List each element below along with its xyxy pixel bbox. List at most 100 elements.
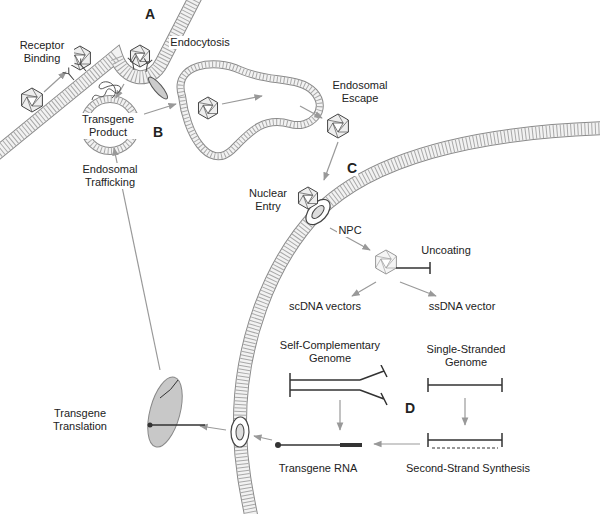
protein <box>92 82 121 100</box>
illustration-part <box>148 423 153 428</box>
transgene-rna <box>275 442 362 448</box>
illustration-part <box>428 378 502 392</box>
step-label: Second-Strand Synthesis <box>405 462 531 475</box>
process-arrow <box>352 282 376 296</box>
illustration-part <box>80 64 90 65</box>
late-endosome <box>181 64 320 156</box>
illustration-part <box>198 97 217 119</box>
aav-capsid <box>298 187 317 209</box>
aav-capsid <box>22 88 43 112</box>
illustration-part <box>340 443 362 447</box>
aav-capsid <box>328 114 349 138</box>
illustration-part <box>328 123 333 132</box>
process-arrow <box>400 282 436 296</box>
aav-capsid <box>198 97 217 119</box>
step-label: Transgene RNA <box>278 462 358 475</box>
illustration-part <box>32 88 37 97</box>
illustration-part <box>298 187 317 209</box>
illustration-part <box>290 365 387 405</box>
illustration-part <box>376 259 381 268</box>
illustration-part <box>135 53 140 67</box>
plasma-membrane <box>0 0 200 159</box>
illustration-part <box>308 193 318 204</box>
illustration-part <box>32 106 42 107</box>
nuclear-envelope <box>240 128 600 514</box>
illustration-part <box>236 424 245 440</box>
illustration-part <box>80 46 85 55</box>
illustration-part <box>128 57 138 71</box>
illustration-part <box>198 105 203 113</box>
illustration-part <box>275 442 281 448</box>
illustration-part <box>140 61 150 62</box>
panel-letter: D <box>404 400 416 416</box>
illustration-part <box>298 195 303 203</box>
step-label: Single-Stranded Genome <box>425 343 507 369</box>
illustration-part <box>208 103 218 114</box>
receptor <box>75 58 89 73</box>
step-label: scDNA vectors <box>288 300 362 313</box>
illustration-part <box>338 132 348 133</box>
illustration-part <box>230 417 249 448</box>
step-label: Self-Complementary Genome <box>274 339 386 365</box>
single-stranded-genome <box>428 378 502 392</box>
illustration-part <box>308 203 318 204</box>
illustration-part <box>396 262 430 274</box>
step-label: Uncoating <box>420 244 472 257</box>
illustration-part <box>428 433 502 447</box>
illustration-part <box>203 105 208 119</box>
panel-letter: C <box>346 160 358 176</box>
illustration-part <box>22 94 38 97</box>
step-label: Transgene Translation <box>44 407 116 433</box>
illustration-part <box>432 447 498 449</box>
process-arrow <box>300 106 322 118</box>
plasma-membrane <box>0 0 200 159</box>
illustration-part <box>198 103 212 106</box>
step-label: Endocytosis <box>169 36 230 49</box>
illustration-part <box>142 59 152 73</box>
illustration-part <box>22 97 27 106</box>
nuclear-envelope <box>240 128 600 514</box>
late-endosome <box>181 64 320 156</box>
nuclear-envelope <box>240 128 600 514</box>
process-arrow <box>374 443 420 444</box>
illustration-part <box>140 45 145 53</box>
illustration-part <box>75 55 80 70</box>
late-endosome <box>181 64 320 156</box>
panel-letter: A <box>144 6 156 22</box>
receptor <box>63 67 77 82</box>
process-arrow <box>324 142 338 180</box>
panel-letter: B <box>152 124 164 140</box>
step-label: Endosomal Trafficking <box>74 163 146 189</box>
illustration-part <box>376 256 392 259</box>
step-label: Transgene Product <box>72 113 144 139</box>
step-label: ssDNA vector <box>428 300 497 313</box>
illustration-part <box>386 256 396 268</box>
illustration-part <box>298 193 312 196</box>
illustration-part <box>386 268 396 269</box>
viral-genome <box>396 262 430 274</box>
illustration-part <box>308 187 313 195</box>
illustration-part <box>32 94 42 106</box>
process-arrow <box>44 72 66 92</box>
dynamin <box>146 75 170 102</box>
step-label: NPC <box>337 224 362 237</box>
step-label: Receptor Binding <box>10 39 74 65</box>
illustration-part <box>208 113 218 114</box>
illustration-part <box>381 259 386 274</box>
illustration-part <box>27 97 32 112</box>
aav-capsid <box>376 250 397 274</box>
process-arrow <box>464 398 465 425</box>
illustration-part <box>303 195 308 209</box>
second-strand <box>428 433 502 448</box>
process-arrow <box>222 96 262 104</box>
illustration-part <box>75 58 89 73</box>
ribosome <box>141 373 205 450</box>
illustration-part <box>338 120 348 132</box>
illustration-part <box>376 250 397 274</box>
illustration-part <box>333 123 338 138</box>
receptor <box>128 57 138 71</box>
illustration-part <box>160 380 178 398</box>
illustration-part <box>63 67 77 82</box>
